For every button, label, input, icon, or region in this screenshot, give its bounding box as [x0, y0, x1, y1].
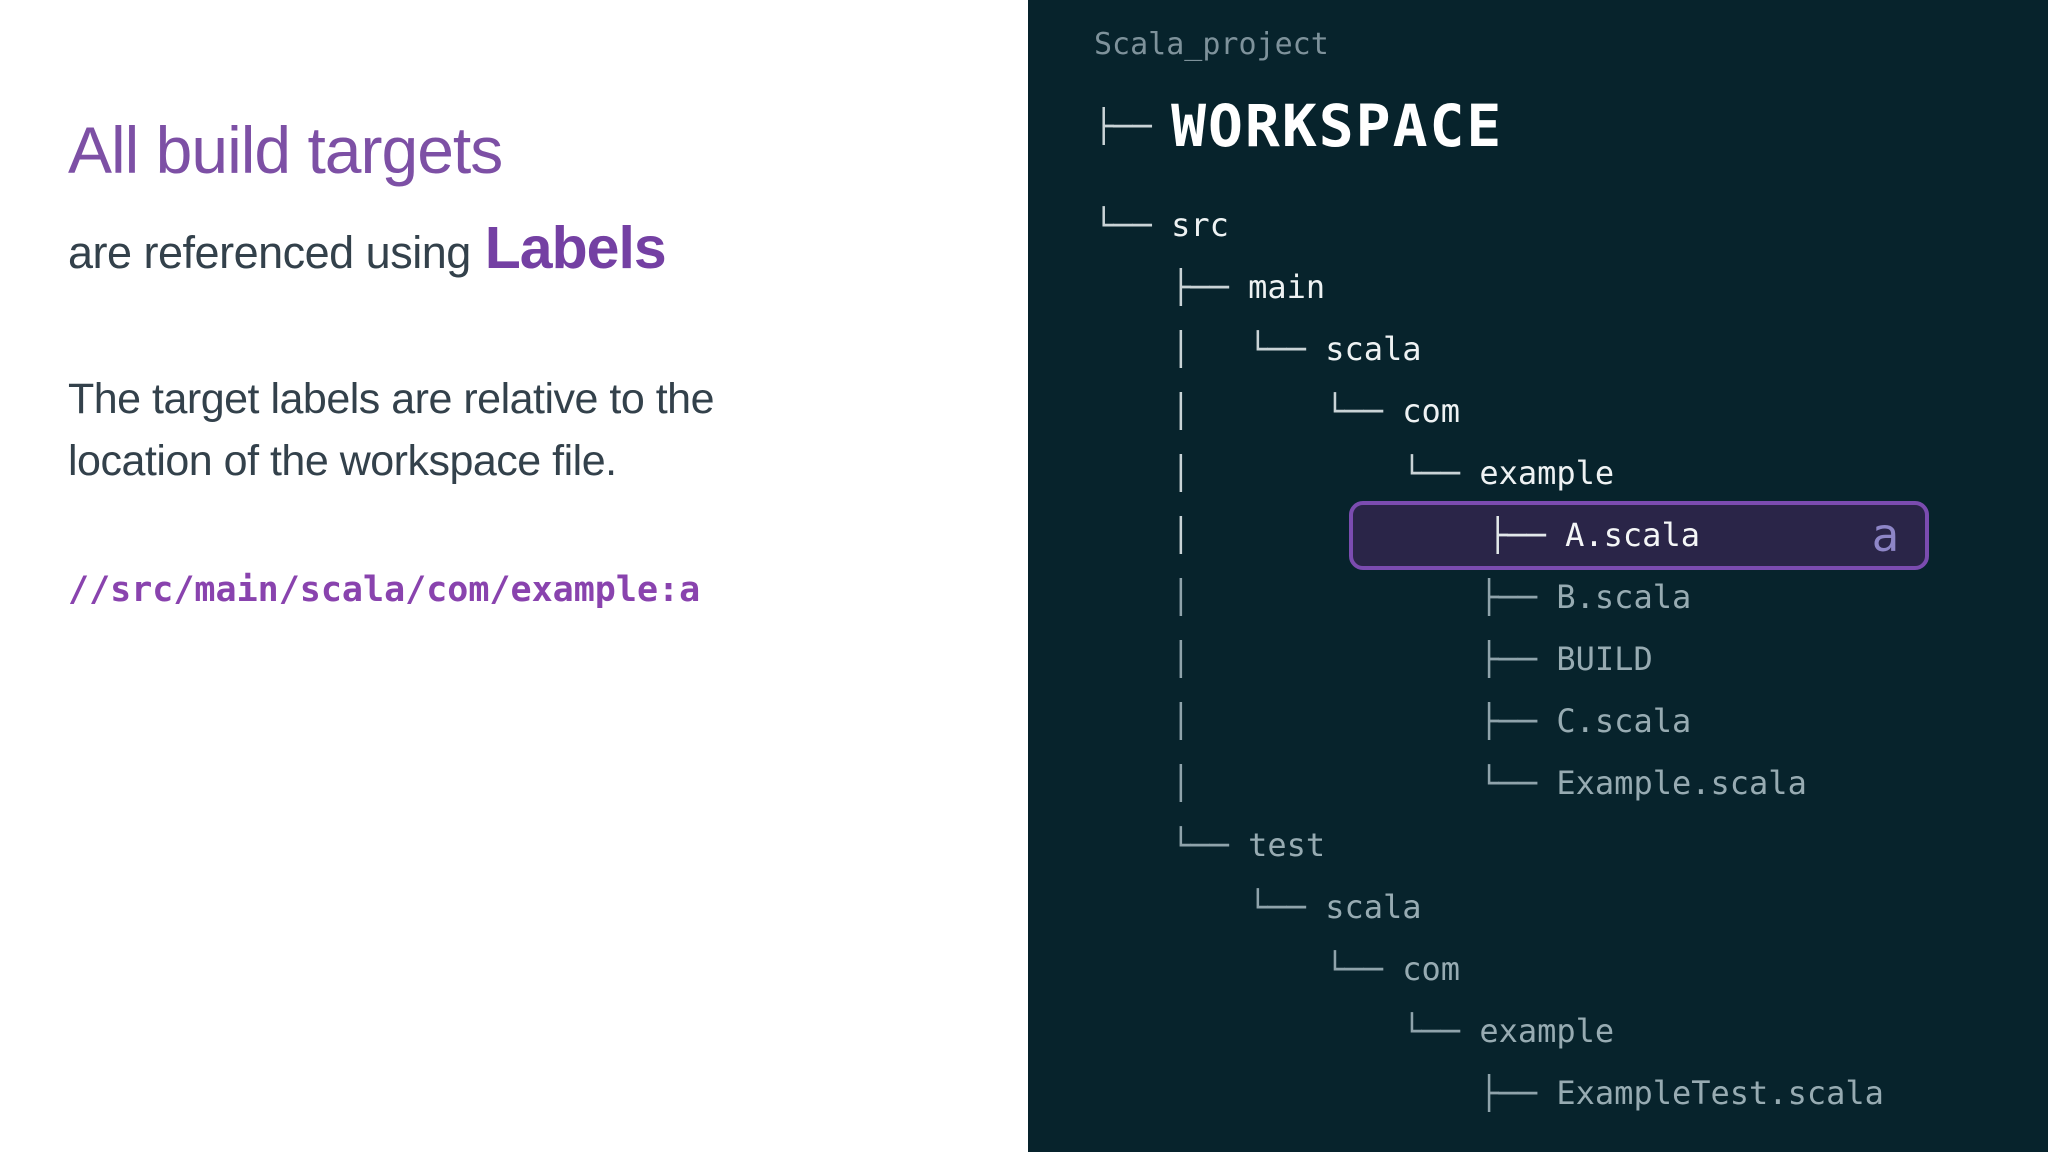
body-line-1: The target labels are relative to the — [68, 375, 714, 423]
slide-subtitle: are referenced using Labels — [68, 214, 988, 282]
tree-branch-glyph: └── — [1094, 950, 1403, 988]
tree-row: └── src — [1094, 194, 2048, 256]
project-name-label: Scala_project — [1094, 26, 1329, 62]
tree-branch-glyph: │ └── — [1094, 454, 1480, 492]
tree-branch-glyph: │ └── — [1094, 330, 1326, 368]
tree-row: │ ├── C.scala — [1094, 690, 2048, 752]
tree-row: │ ├── B.scala — [1094, 566, 2048, 628]
target-label-code: //src/main/scala/com/example:a — [68, 570, 701, 610]
tree-row: ├── WORKSPACE — [1094, 76, 2048, 176]
tree-row: ├── main — [1094, 256, 2048, 318]
tree-branch-glyph: ├── — [1094, 268, 1249, 306]
tree-row: └── test — [1094, 814, 2048, 876]
tree-item-label: scala — [1325, 888, 1422, 926]
tree-item-label: com — [1402, 950, 1461, 988]
tree-item-label: com — [1402, 392, 1461, 430]
tree-branch-glyph: │ └── — [1094, 764, 1557, 802]
selected-target-box: ├── A.scala a — [1349, 500, 1930, 570]
tree-item-label: scala — [1325, 330, 1422, 368]
subtitle-text: are referenced using — [68, 227, 471, 278]
tree-item-label: B.scala — [1556, 578, 1692, 616]
tree-branch-glyph: └── — [1094, 888, 1326, 926]
tree-row: └── com — [1094, 938, 2048, 1000]
tree-row: └── example — [1094, 1000, 2048, 1062]
tree-branch-glyph: │ — [1094, 516, 1326, 554]
tree-item-label: ExampleTest.scala — [1556, 1074, 1884, 1112]
tree-item-label: test — [1248, 826, 1326, 864]
tree-branch-glyph: └── — [1094, 1012, 1480, 1050]
tree-row: │ └── com — [1094, 380, 2048, 442]
tree-row-highlighted: │ ├── A.scala a — [1094, 500, 2048, 570]
tree-row: ├── ExampleTest.scala — [1094, 1062, 2048, 1124]
tree-item-label: C.scala — [1556, 702, 1692, 740]
tree-panel: Scala_project ├── WORKSPACE └── src ├── m… — [1028, 0, 2048, 1152]
tree-branch-glyph: │ ├── — [1094, 702, 1557, 740]
tree-branch-glyph: │ └── — [1094, 392, 1403, 430]
body-line-2: location of the workspace file. — [68, 437, 617, 485]
tree-row: │ ├── BUILD — [1094, 628, 2048, 690]
tree-row: │ └── Example.scala — [1094, 752, 2048, 814]
tree-branch-glyph: ├── — [1353, 516, 1566, 554]
slide-title: All build targets — [68, 113, 503, 187]
tree-item-label: example — [1479, 1012, 1615, 1050]
body-paragraph: The target labels are relative to the lo… — [68, 368, 988, 492]
text-panel: All build targets are referenced using L… — [68, 113, 988, 610]
subtitle-emphasis: Labels — [484, 215, 667, 281]
tree-item-label: main — [1248, 268, 1326, 306]
workspace-root-label: WORKSPACE — [1171, 92, 1504, 160]
file-tree: ├── WORKSPACE └── src ├── main │ └── scal… — [1094, 76, 2048, 1124]
tree-item-label: BUILD — [1556, 640, 1653, 678]
target-label-badge: a — [1871, 508, 1900, 562]
tree-item-label: A.scala — [1565, 516, 1700, 554]
tree-branch-glyph: └── — [1094, 826, 1249, 864]
tree-branch-glyph: │ ├── — [1094, 640, 1557, 678]
tree-item-label: src — [1171, 206, 1229, 244]
tree-branch-glyph: ├── — [1094, 1074, 1557, 1112]
tree-item-label: Example.scala — [1556, 764, 1807, 802]
tree-row: │ └── example — [1094, 442, 2048, 504]
tree-branch-glyph: ├── — [1094, 107, 1172, 145]
tree-branch-glyph: └── — [1094, 206, 1172, 244]
tree-item-label: example — [1479, 454, 1615, 492]
tree-row: └── scala — [1094, 876, 2048, 938]
tree-branch-glyph: │ ├── — [1094, 578, 1557, 616]
tree-row: │ └── scala — [1094, 318, 2048, 380]
